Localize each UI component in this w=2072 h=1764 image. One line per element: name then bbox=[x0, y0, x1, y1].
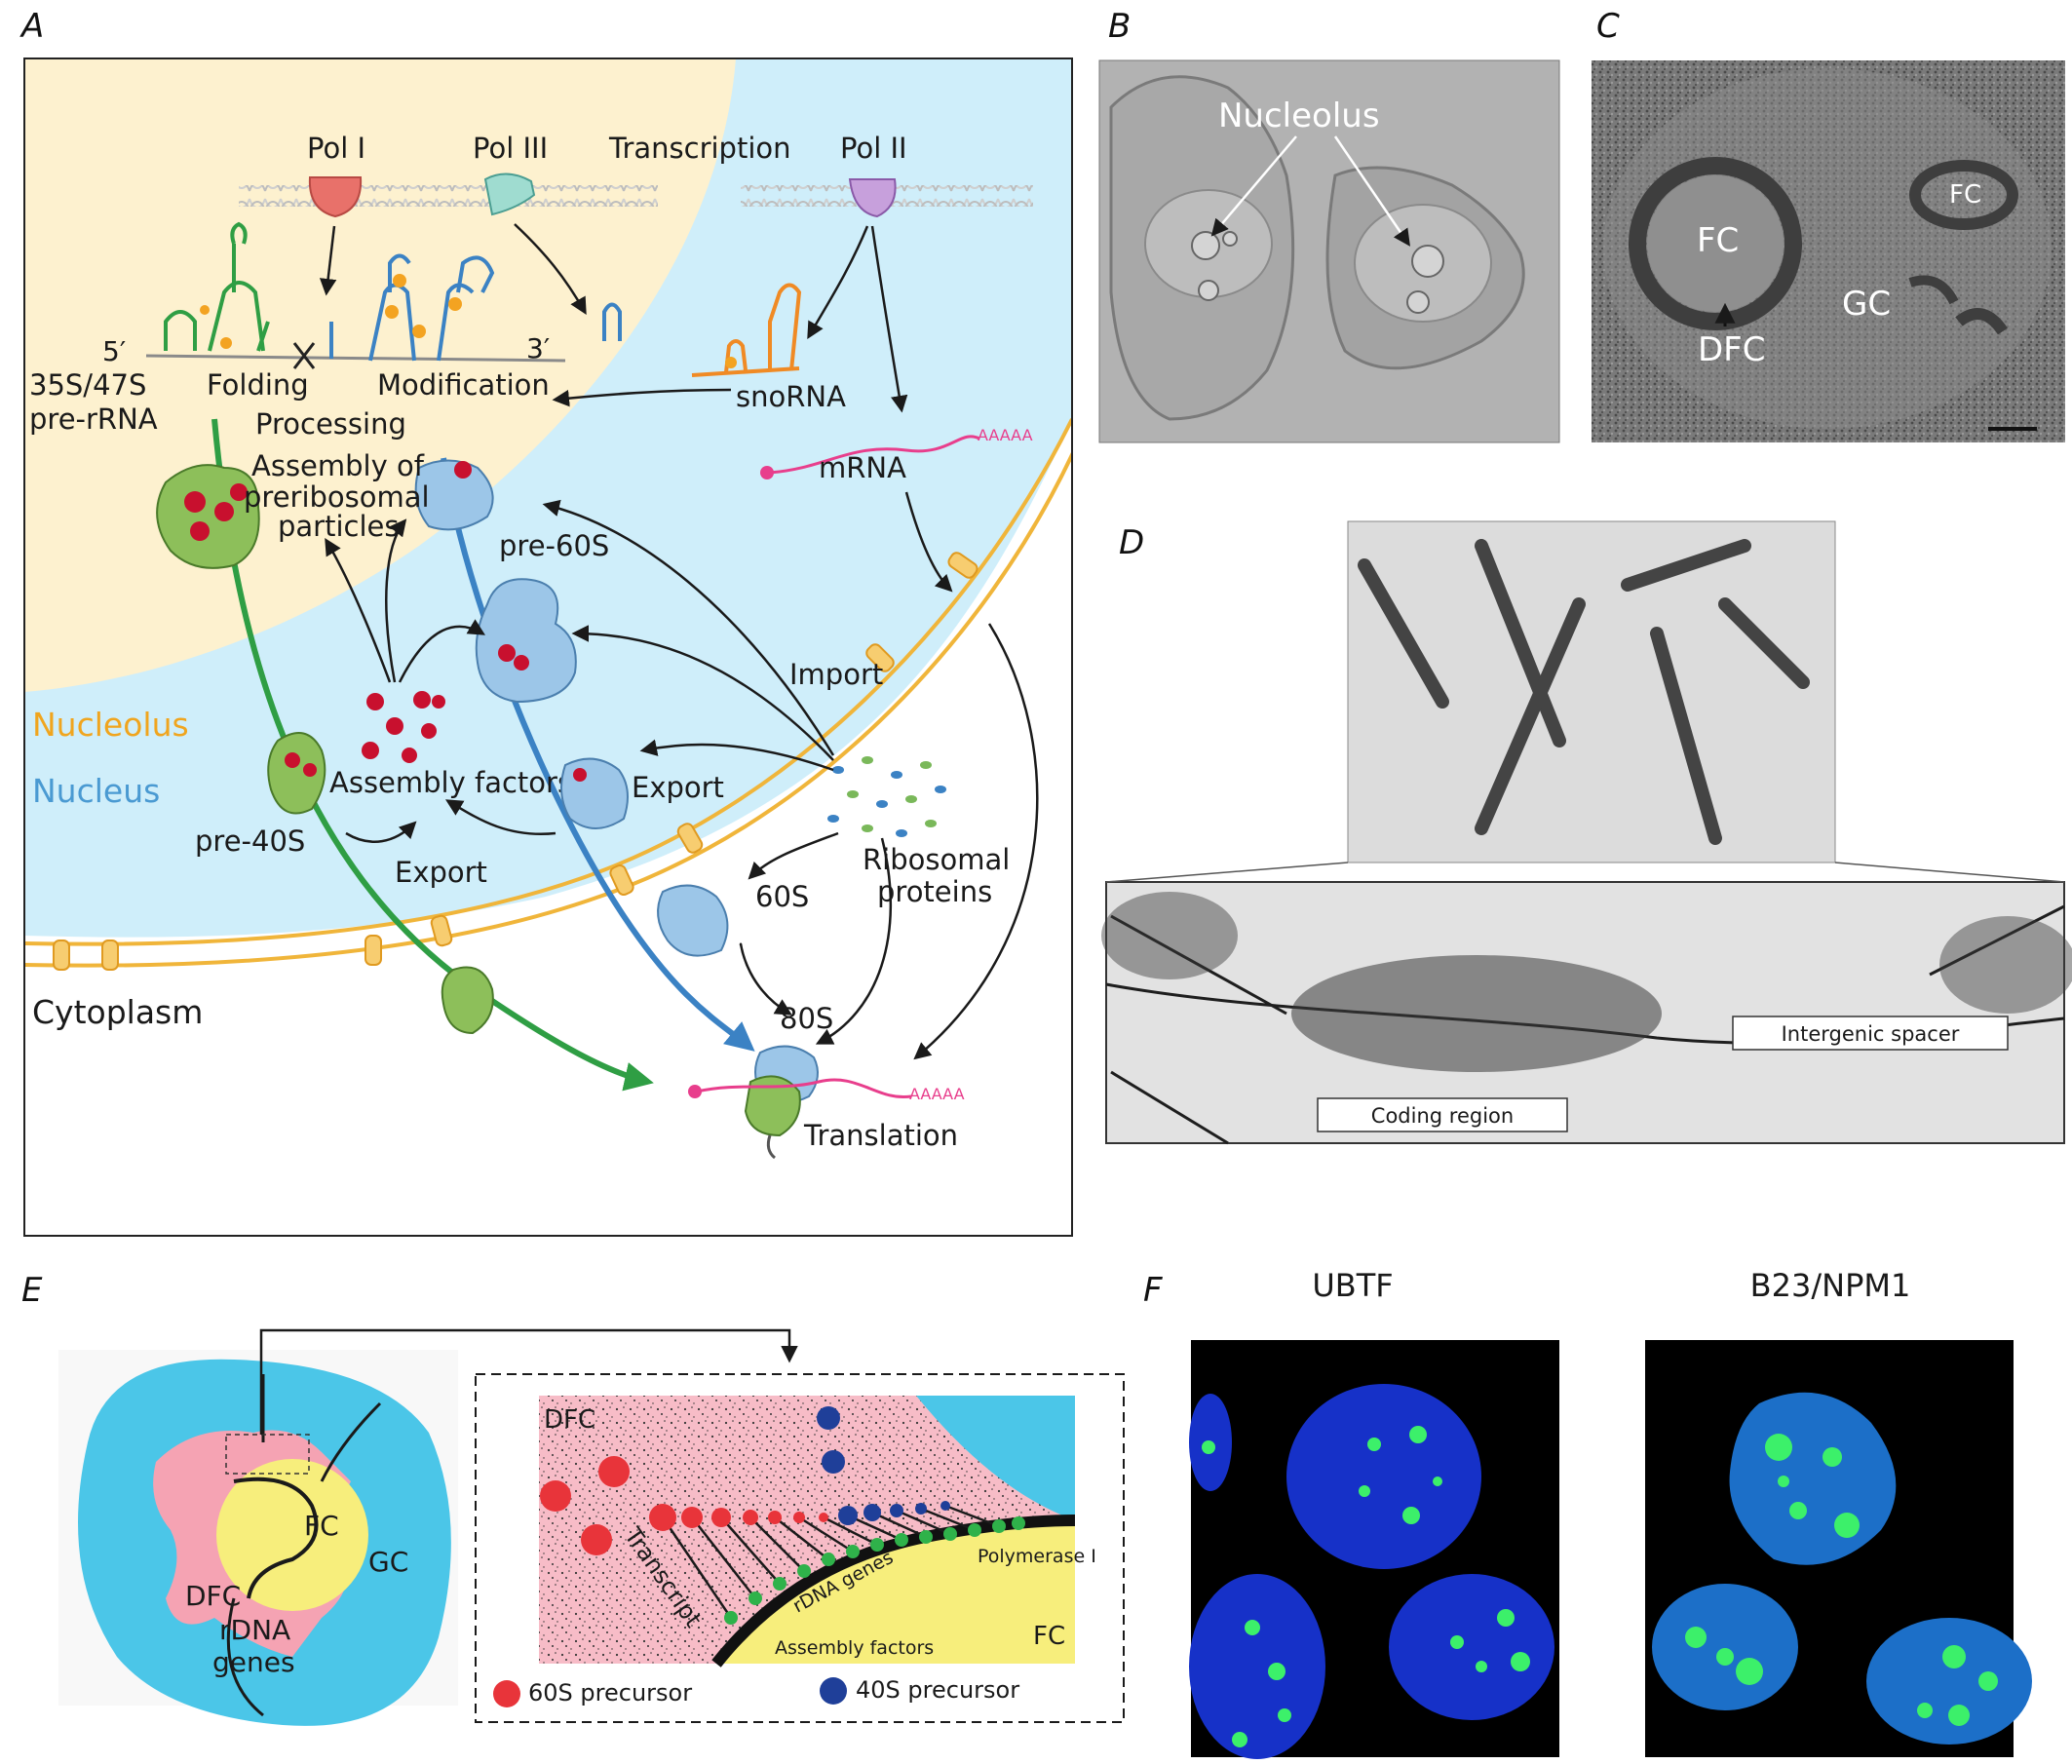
assembly-label-2: preribosomal bbox=[244, 480, 430, 514]
assembly-factors-cloud bbox=[362, 691, 445, 763]
zoom-assembly-factors-label: Assembly factors bbox=[775, 1637, 934, 1659]
panel-label-d: D bbox=[1119, 523, 1144, 562]
export-label-right: Export bbox=[632, 771, 724, 804]
panel-c-electron-micrograph bbox=[1592, 60, 2065, 442]
panel-c-gc-label: GC bbox=[1842, 285, 1891, 324]
panel-c-fc-label: FC bbox=[1697, 221, 1739, 260]
b23-npm1-micrograph bbox=[1645, 1340, 2032, 1757]
polymerase-label: Polymerase I bbox=[978, 1546, 1096, 1567]
b23-npm1-label: B23/NPM1 bbox=[1750, 1267, 1911, 1304]
nuclear-pores bbox=[53, 552, 978, 971]
mature-40s-subunit bbox=[441, 966, 494, 1035]
panel-label-e: E bbox=[21, 1271, 43, 1310]
pre-rrna-strand bbox=[145, 354, 566, 363]
coding-region-box bbox=[1317, 1097, 1568, 1132]
large-subunit-pathway bbox=[441, 457, 755, 1052]
pol-i-icon bbox=[308, 176, 363, 218]
panel-label-a: A bbox=[19, 7, 44, 46]
five-prime-label: 5′ bbox=[102, 335, 126, 367]
panel-label-c: C bbox=[1596, 7, 1620, 46]
dna-helix-left bbox=[239, 185, 658, 207]
pol-ii-icon bbox=[848, 178, 897, 218]
pol-iii-product-icon bbox=[602, 302, 622, 341]
pre-60s-particle bbox=[475, 578, 577, 704]
pathway-arrows bbox=[319, 223, 1039, 1060]
cytoplasm-label: Cytoplasm bbox=[32, 993, 203, 1031]
processing-label: Processing bbox=[255, 407, 406, 441]
pre-40s-particle bbox=[267, 732, 326, 815]
panel-b-micrograph bbox=[1098, 59, 1560, 443]
pol-iii-label: Pol III bbox=[473, 132, 548, 165]
exporting-60s-particle bbox=[560, 757, 629, 829]
nucleolus-label: Nucleolus bbox=[32, 706, 189, 744]
panel-c-dfc-label: DFC bbox=[1698, 330, 1765, 369]
panel-e-zoom-inset bbox=[475, 1373, 1125, 1723]
pre-60s-label: pre-60S bbox=[499, 529, 609, 562]
zoom-fc-label: FC bbox=[1033, 1622, 1065, 1651]
pol-ii-label: Pol II bbox=[840, 132, 907, 165]
mrna-polya-label: AAAAA bbox=[978, 426, 1033, 444]
ubtf-label: UBTF bbox=[1312, 1267, 1393, 1304]
panel-e-fc-label: FC bbox=[304, 1510, 339, 1542]
coding-region-label: Coding region bbox=[1371, 1104, 1514, 1128]
nucleus-label: Nucleus bbox=[32, 772, 160, 810]
80s-label: 80S bbox=[780, 1002, 833, 1035]
mrna-strand bbox=[769, 435, 980, 475]
panel-e-rdna-label-2: genes bbox=[212, 1646, 295, 1678]
panel-a: Pol I Pol III Transcription Pol II 5′ 3′ bbox=[23, 58, 1073, 1237]
panel-label-f: F bbox=[1143, 1271, 1163, 1310]
panel-e-rdna-label-1: rDNA bbox=[219, 1614, 290, 1646]
small-subunit-pathway bbox=[211, 418, 654, 1092]
modification-label: Modification bbox=[377, 368, 550, 402]
panel-c-fc-small-label: FC bbox=[1949, 180, 1981, 210]
assembly-label-3: particles bbox=[278, 510, 399, 543]
export-label-bottom: Export bbox=[395, 856, 487, 889]
80s-ribosome bbox=[744, 1045, 819, 1160]
assembly-label-1: Assembly of bbox=[251, 449, 425, 482]
zoom-dfc-label: DFC bbox=[544, 1405, 595, 1435]
pre-rrna-label-1: 35S/47S bbox=[29, 368, 146, 402]
snorna-label: snoRNA bbox=[736, 380, 846, 413]
panel-e-nucleolus-schematic bbox=[58, 1328, 798, 1726]
translation-mrna bbox=[696, 1078, 912, 1099]
panel-label-b: B bbox=[1108, 7, 1131, 46]
scissors-icon bbox=[292, 342, 316, 369]
panel-e-dfc-label: DFC bbox=[185, 1580, 241, 1612]
import-label: Import bbox=[789, 658, 883, 691]
pre-40s-label: pre-40S bbox=[195, 824, 305, 858]
ubtf-micrograph bbox=[1189, 1340, 1559, 1759]
preribosome-complex bbox=[156, 464, 260, 569]
pre-rrna-label-2: pre-rRNA bbox=[29, 403, 158, 436]
ribosomal-proteins-cloud bbox=[827, 756, 946, 837]
legend-40s-label: 40S precursor bbox=[856, 1676, 1019, 1704]
ribosomal-proteins-label-2: proteins bbox=[877, 875, 992, 908]
mrna-label: mRNA bbox=[819, 451, 906, 484]
rrna-hairpins-green bbox=[164, 221, 270, 352]
snorna-icon bbox=[691, 283, 802, 377]
legend-60s-label: 60S precursor bbox=[528, 1679, 692, 1706]
translation-label: Translation bbox=[803, 1119, 958, 1152]
pol-i-label: Pol I bbox=[307, 132, 365, 165]
transcription-label: Transcription bbox=[608, 132, 791, 165]
assembly-factors-label: Assembly factors bbox=[329, 766, 572, 799]
mature-60s-subunit bbox=[657, 884, 729, 957]
panel-b-nucleolus-label: Nucleolus bbox=[1218, 96, 1380, 135]
intergenic-spacer-box bbox=[1732, 1016, 2009, 1051]
60s-label: 60S bbox=[755, 880, 809, 913]
three-prime-label: 3′ bbox=[526, 332, 550, 364]
intergenic-spacer-label: Intergenic spacer bbox=[1782, 1022, 1960, 1046]
pol-iii-icon bbox=[483, 173, 536, 216]
panel-e-gc-label: GC bbox=[368, 1546, 408, 1578]
preribosome-blue-1 bbox=[414, 459, 494, 531]
translation-polya-label: AAAAA bbox=[909, 1085, 965, 1103]
folding-label: Folding bbox=[207, 368, 309, 402]
